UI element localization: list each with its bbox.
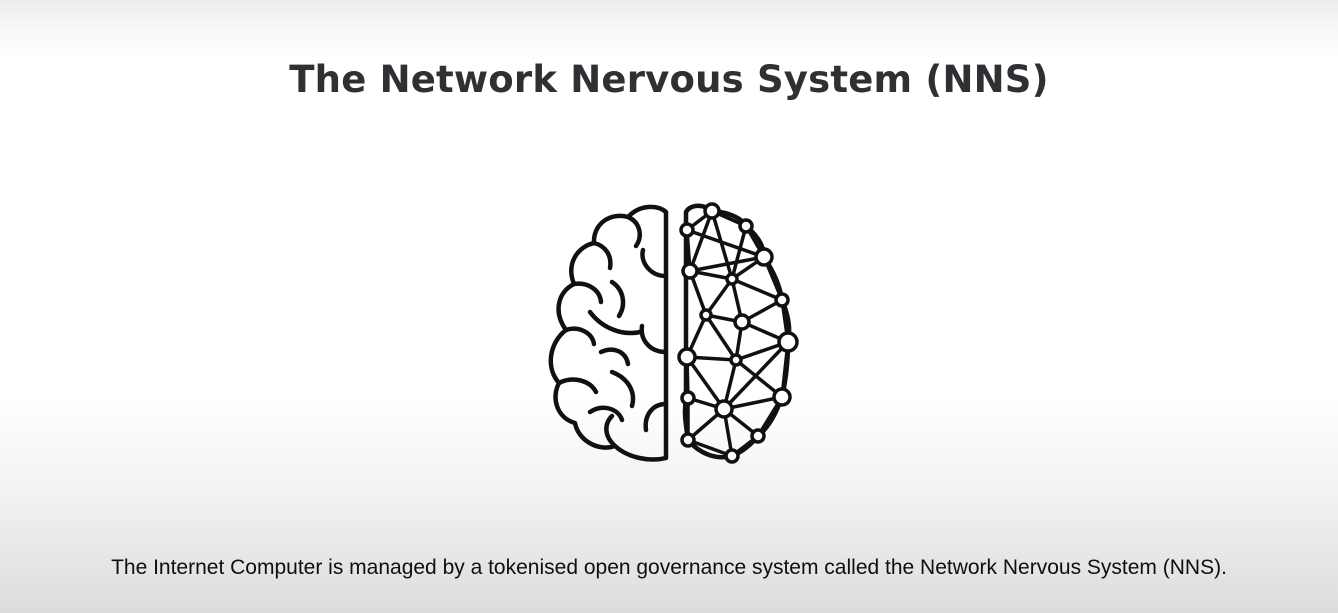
brain-fold-13 xyxy=(604,413,618,449)
network-link xyxy=(686,438,734,458)
brain-fold-9 xyxy=(639,323,669,355)
network-node xyxy=(680,390,696,406)
network-link xyxy=(688,209,714,273)
network-node xyxy=(777,331,799,353)
slide-title: The Network Nervous System (NNS) xyxy=(289,58,1049,101)
network-node xyxy=(725,272,739,286)
network-node xyxy=(772,387,792,407)
network-node xyxy=(677,347,697,367)
network-link xyxy=(722,395,784,411)
network-link xyxy=(704,277,734,317)
brain-network-icon xyxy=(545,196,805,471)
brain-fold-11 xyxy=(609,369,636,409)
network-node xyxy=(703,202,721,220)
network-link xyxy=(704,313,738,362)
network-node xyxy=(679,222,695,238)
brain-fold-7 xyxy=(587,309,643,336)
network-link xyxy=(730,224,748,281)
network-node xyxy=(729,353,743,367)
network-node xyxy=(680,432,696,448)
network-node xyxy=(724,448,740,464)
network-node xyxy=(738,218,754,234)
network-node xyxy=(699,308,713,322)
brain-fold-8 xyxy=(598,347,631,367)
network-node xyxy=(714,399,734,419)
brain-left-hemisphere xyxy=(548,204,669,462)
brain-fold-1 xyxy=(591,240,613,271)
network-link xyxy=(734,358,784,399)
brain-fold-5 xyxy=(609,279,626,319)
brain-fold-4 xyxy=(571,281,604,305)
network-link xyxy=(685,355,726,411)
brain-fold-12 xyxy=(587,405,625,423)
network-node xyxy=(733,313,751,331)
network-node xyxy=(750,428,766,444)
network-link xyxy=(710,209,734,281)
brain-right-hemisphere-network xyxy=(677,202,799,464)
network-node xyxy=(681,262,699,280)
brain-fold-14 xyxy=(643,401,669,433)
network-link xyxy=(685,228,766,259)
network-node xyxy=(754,247,774,267)
brain-fold-6 xyxy=(563,326,597,347)
brain-fold-3 xyxy=(640,247,669,279)
network-link xyxy=(730,277,784,302)
slide-caption: The Internet Computer is managed by a to… xyxy=(111,556,1227,579)
network-link xyxy=(688,255,766,273)
brain-fold-2 xyxy=(625,214,642,249)
network-node xyxy=(774,292,790,308)
brain-fold-10 xyxy=(556,377,599,395)
